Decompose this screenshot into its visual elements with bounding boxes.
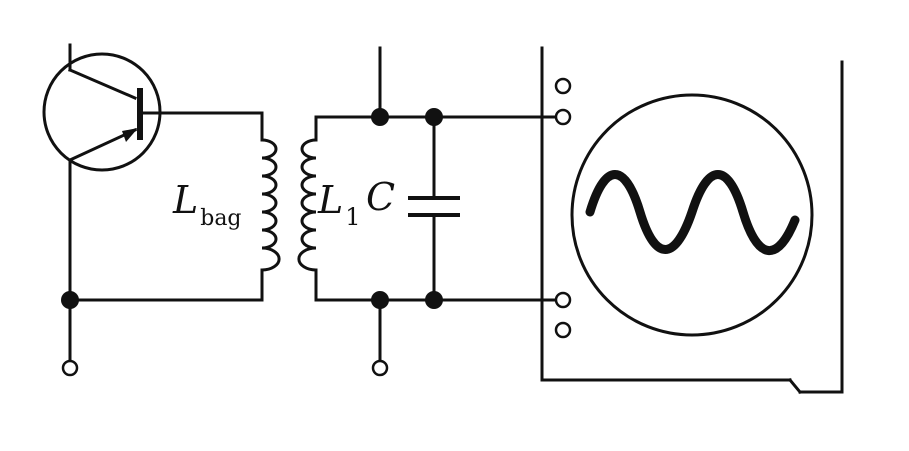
capacitor-icon bbox=[408, 115, 460, 302]
junction-dot bbox=[371, 108, 389, 126]
transistor-icon bbox=[42, 43, 164, 172]
junction-dot bbox=[425, 108, 443, 126]
terminal-circle-icon bbox=[554, 77, 572, 95]
junction-dot bbox=[61, 291, 79, 309]
terminal-circle-icon bbox=[554, 321, 572, 339]
lbag-coil-icon bbox=[260, 138, 281, 272]
l1-label: L1 bbox=[317, 178, 361, 231]
terminal-circle-icon bbox=[554, 108, 572, 126]
junction-dot bbox=[425, 291, 443, 309]
terminal-circle-icon bbox=[61, 359, 79, 377]
left-loop-wires bbox=[68, 111, 264, 367]
l1-coil-icon bbox=[297, 138, 318, 272]
sine-wave-icon bbox=[585, 170, 800, 255]
oscilloscope-icon bbox=[540, 46, 844, 395]
capacitor-label: C bbox=[366, 175, 395, 219]
terminal-circle-icon bbox=[371, 359, 389, 377]
terminal-circle-icon bbox=[554, 291, 572, 309]
lbag-label: Lbag bbox=[172, 178, 242, 231]
junction-dot bbox=[371, 291, 389, 309]
